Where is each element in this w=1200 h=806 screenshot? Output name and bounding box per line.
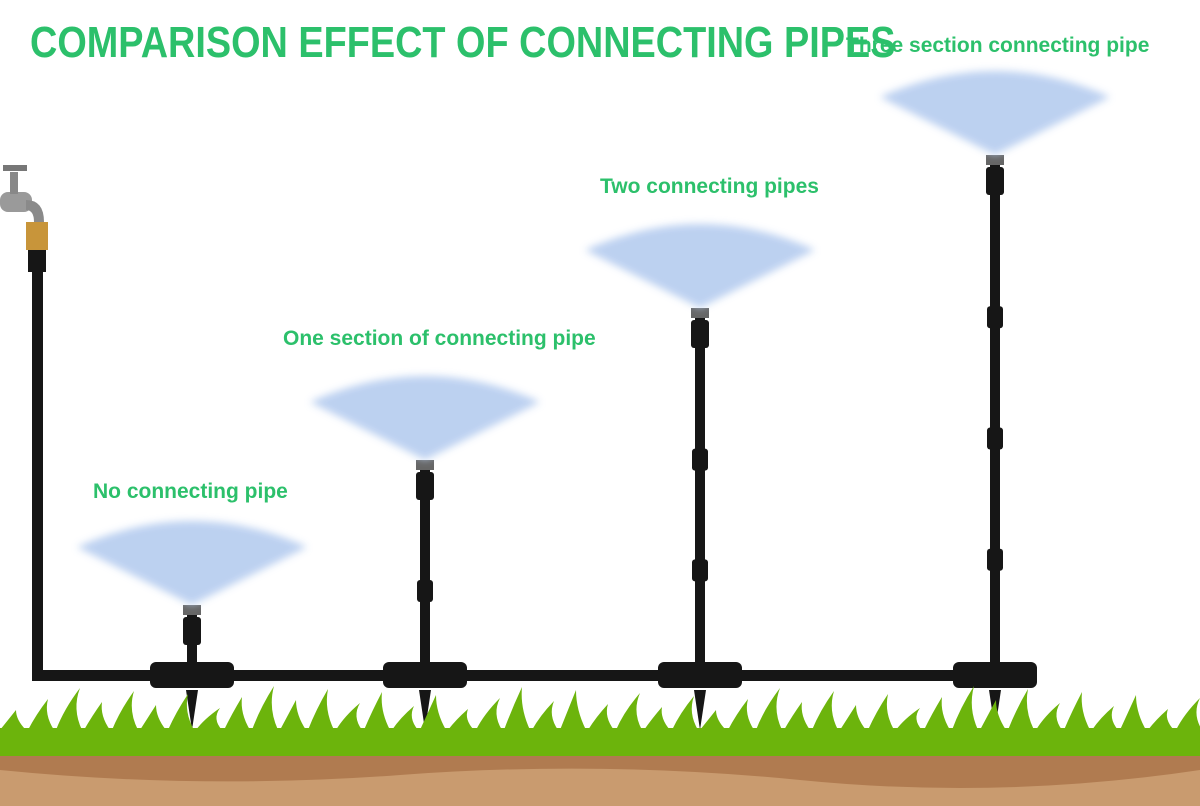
grass-blade — [1176, 698, 1200, 730]
grass-blade — [672, 696, 698, 730]
sprinkler-nozzle — [183, 605, 201, 615]
grass-blade — [924, 697, 950, 730]
stake-spike — [694, 690, 706, 730]
tee-connector — [150, 662, 234, 688]
grass-blade — [420, 695, 446, 730]
label-one-section: One section of connecting pipe — [283, 327, 596, 350]
riser-pipe — [990, 155, 1000, 680]
grass-blade — [1148, 709, 1174, 730]
riser-pipe — [420, 460, 430, 680]
label-no-connecting-pipe: No connecting pipe — [93, 480, 288, 503]
grass-blade — [812, 691, 838, 730]
stake-spike — [419, 690, 431, 730]
grass-blade — [308, 689, 334, 730]
pipe-system — [32, 155, 1037, 730]
tee-connector — [658, 662, 742, 688]
grass-blade — [476, 698, 502, 730]
pipe-connector — [692, 559, 708, 582]
pipe-connector — [987, 548, 1003, 571]
grass-blade — [364, 692, 390, 730]
spray-pattern — [880, 71, 1110, 155]
grass-blade — [448, 709, 474, 730]
grass-blade — [84, 702, 110, 730]
grass-blade — [56, 688, 82, 730]
grass-blade — [112, 691, 138, 730]
riser-fitting — [986, 167, 1004, 195]
grass-blade — [616, 693, 642, 730]
sprinkler-nozzle — [691, 308, 709, 318]
grass-blade — [868, 694, 894, 730]
riser-fitting — [691, 320, 709, 348]
grass-blade — [700, 710, 726, 730]
grass-blade — [980, 700, 1006, 730]
pipe-connector — [417, 580, 433, 602]
supply-pipe — [32, 270, 43, 680]
spray-pattern — [310, 376, 540, 460]
grass-blade — [644, 707, 670, 730]
grass-blade — [952, 686, 978, 730]
grass-blade — [1092, 706, 1118, 730]
soil-light-layer — [0, 768, 1200, 806]
grass-blade — [1064, 692, 1090, 730]
sprinkler-nozzle — [416, 460, 434, 470]
tee-connector — [953, 662, 1037, 688]
riser-pipe — [695, 308, 705, 680]
grass-blade — [896, 708, 922, 730]
label-three-section: Three section connecting pipe — [846, 34, 1150, 57]
pipe-connector — [987, 427, 1003, 450]
spray-pattern — [77, 521, 307, 605]
faucet-icon — [0, 165, 48, 272]
grass — [0, 686, 1200, 756]
grass-blade — [0, 710, 26, 730]
riser-fitting — [416, 472, 434, 500]
grass-blade — [784, 702, 810, 730]
riser-fitting — [183, 617, 201, 645]
grass-blade — [28, 699, 54, 730]
grass-blade — [588, 704, 614, 730]
grass-blade — [728, 699, 754, 730]
grass-blade — [560, 690, 586, 730]
grass-base — [0, 728, 1200, 756]
grass-blade — [756, 688, 782, 730]
spray-pattern — [585, 224, 815, 308]
grass-blade — [504, 687, 530, 730]
grass-blade — [1120, 695, 1146, 730]
grass-blade — [336, 703, 362, 730]
grass-blade — [532, 701, 558, 730]
spray-patterns — [77, 71, 1110, 605]
pipe-connector — [987, 306, 1003, 329]
end-cap — [1005, 664, 1019, 686]
grass-blade — [196, 708, 222, 730]
grass-blade — [168, 694, 194, 730]
grass-blade — [1008, 689, 1034, 730]
grass-blade — [224, 697, 250, 730]
grass-blade — [1036, 703, 1062, 730]
grass-blade — [840, 705, 866, 730]
tee-connector — [383, 662, 467, 688]
pipe-connector — [692, 448, 708, 471]
main-pipe — [32, 670, 1017, 681]
grass-blade — [392, 706, 418, 730]
page-title: COMPARISON EFFECT OF CONNECTING PIPES — [30, 18, 896, 67]
stake-spike — [186, 690, 198, 730]
grass-blade — [280, 700, 306, 730]
grass-blade — [252, 686, 278, 730]
sprinkler-nozzle — [986, 155, 1004, 165]
grass-blade — [140, 705, 166, 730]
label-two-pipes: Two connecting pipes — [600, 175, 819, 198]
